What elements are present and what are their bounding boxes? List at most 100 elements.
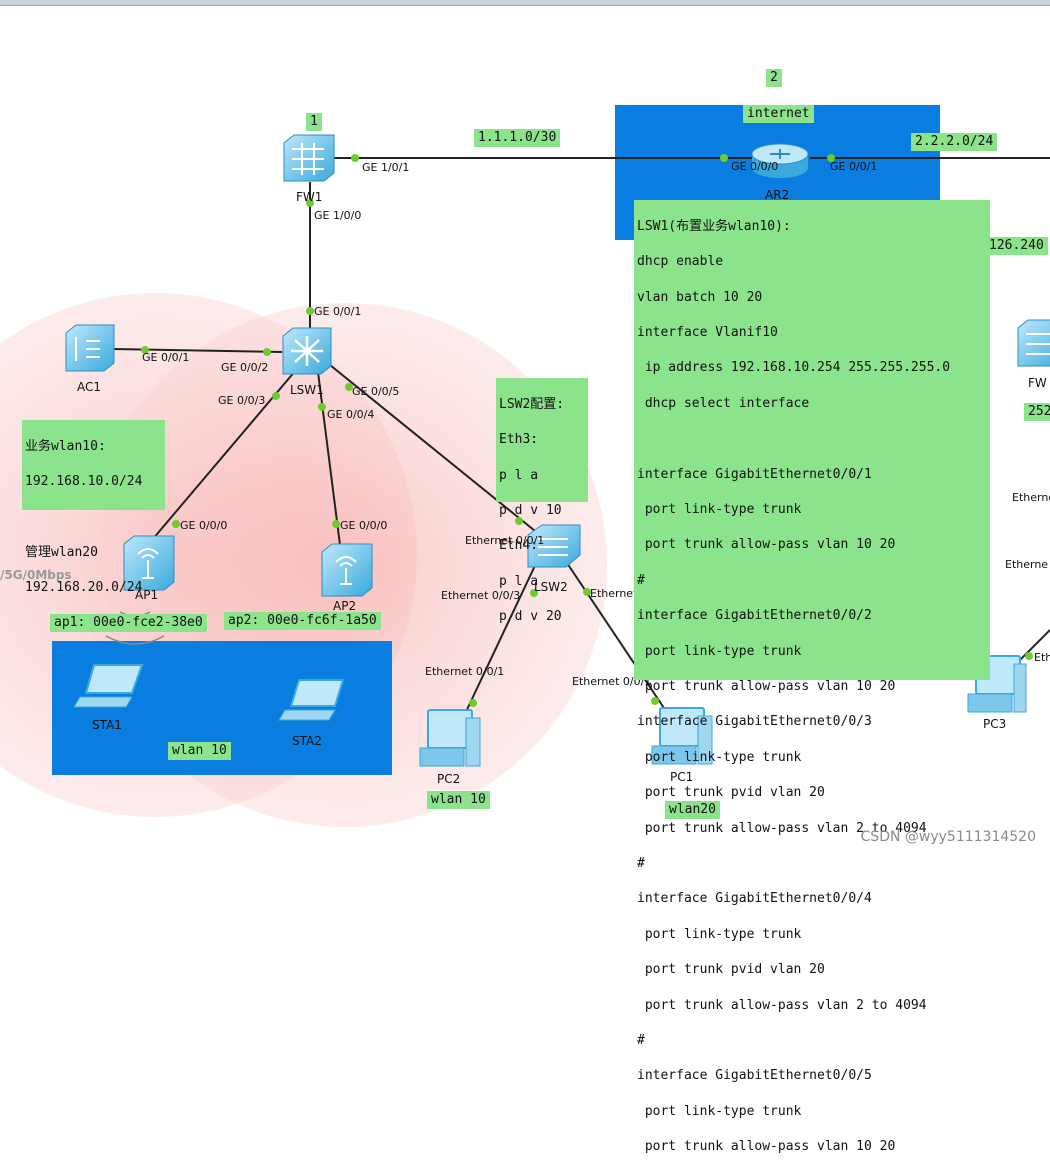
ar2-label: AR2 — [765, 188, 790, 202]
note-line — [637, 430, 987, 448]
ap1-label: AP1 — [135, 588, 159, 602]
port-label: GE 0/0/5 — [352, 385, 400, 398]
link-lsw1-ap2 — [317, 371, 341, 546]
sta1-label: STA1 — [92, 718, 122, 732]
note-line: port trunk allow-pass vlan 10 20 — [637, 537, 896, 553]
ap2-label: AP2 — [333, 599, 357, 613]
internet-label: internet — [743, 105, 814, 123]
pc2-label: PC2 — [437, 772, 461, 786]
fw-right-icon[interactable] — [1017, 319, 1050, 367]
note-line: port trunk allow-pass vlan 10 20 — [637, 1139, 896, 1155]
note-line: dhcp enable — [637, 254, 724, 270]
ap1-access-point-icon[interactable] — [123, 535, 175, 591]
note-line: 192.168.20.0/24 — [25, 580, 143, 596]
note-line: Eth4: — [499, 538, 539, 554]
port-label: GE 0/0/3 — [218, 394, 266, 407]
note-line: Eth3: — [499, 432, 539, 448]
lsw1-switch-icon[interactable] — [282, 327, 332, 375]
ap1-mac-label: ap1: 00e0-fce2-38e0 — [50, 614, 207, 632]
note-line: 业务wlan10: — [25, 438, 106, 454]
port-label: GE 0/0/2 — [221, 361, 269, 374]
port-label: GE 0/0/1 — [830, 160, 878, 173]
note-line: port link-type trunk — [637, 501, 802, 517]
port-label: Ethernet 0/0/3 — [441, 589, 521, 602]
note-line: p l a — [499, 467, 539, 483]
note-line: LSW1(布置业务wlan10): — [637, 218, 791, 234]
fw1-label: FW1 — [296, 190, 323, 204]
port-label: Ethernet 0/0/1 — [572, 675, 652, 688]
port-label: Ethernet 0/0/1 — [425, 665, 505, 678]
wlan-label: wlan20 — [665, 801, 720, 819]
ac1-controller-icon[interactable] — [65, 324, 115, 372]
pc1-computer-icon[interactable] — [651, 707, 713, 765]
port-label: GE 0/0/0 — [180, 519, 228, 532]
lsw2-switch-icon[interactable] — [527, 524, 581, 568]
fw1-icon[interactable] — [283, 134, 335, 182]
note-line: interface GigabitEthernet0/0/2 — [637, 608, 872, 624]
port-label: GE 0/0/4 — [327, 408, 375, 421]
network-label-partial: 252 — [1024, 403, 1050, 421]
note-line: 管理wlan20 — [25, 544, 98, 560]
lsw2-label: LSW2 — [534, 580, 568, 594]
device-number-tag: 1 — [306, 113, 322, 131]
link-lsw2-pc2 — [454, 554, 541, 736]
fw-right-label: FW — [1028, 376, 1047, 390]
note-line: interface GigabitEthernet0/0/5 — [637, 1068, 872, 1084]
port-label-partial: Eth — [1034, 651, 1050, 664]
note-line: port link-type trunk — [637, 643, 802, 659]
note-line: port link-type trunk — [637, 749, 802, 765]
lsw2-config-note: LSW2配置: Eth3: p l a p d v 10 Eth4: p l a… — [496, 378, 588, 624]
wlan-label: wlan 10 — [427, 791, 490, 809]
sta1-laptop-icon[interactable] — [73, 664, 144, 708]
ap2-access-point-icon[interactable] — [321, 543, 373, 597]
note-line: interface Vlanif10 — [637, 324, 778, 340]
lsw1-label: LSW1 — [290, 383, 324, 397]
port-label: GE 0/0/0 — [340, 519, 388, 532]
note-line: interface GigabitEthernet0/0/4 — [637, 891, 872, 907]
network-label: 1.1.1.0/30 — [474, 129, 561, 147]
note-line: port link-type trunk — [637, 926, 802, 942]
pc2-computer-icon[interactable] — [419, 709, 481, 767]
pc1-label: PC1 — [670, 770, 694, 784]
note-line: port trunk allow-pass vlan 10 20 — [637, 678, 896, 694]
note-line: port trunk allow-pass vlan 2 to 4094 — [637, 997, 927, 1013]
port-label: GE 1/0/0 — [314, 209, 362, 222]
sta2-laptop-icon[interactable] — [278, 679, 345, 721]
note-line: 192.168.10.0/24 — [25, 474, 143, 490]
note-line: interface GigabitEthernet0/0/1 — [637, 466, 872, 482]
port-label-partial: Etherne — [1012, 491, 1050, 504]
link-lsw1-ap1 — [151, 369, 297, 541]
ar2-router-icon[interactable] — [751, 143, 809, 178]
note-line: LSW2配置: — [499, 396, 565, 412]
note-line: # — [637, 856, 645, 872]
port-label: GE 0/0/1 — [314, 305, 362, 318]
note-line — [25, 509, 162, 527]
pc3-label: PC3 — [983, 717, 1007, 731]
note-line: vlan batch 10 20 — [637, 289, 763, 305]
ap2-mac-label: ap2: 00e0-fc6f-1a50 — [224, 612, 381, 630]
note-line: dhcp select interface — [637, 395, 810, 411]
link-ac1-lsw1 — [111, 348, 283, 353]
links — [111, 157, 1050, 736]
note-line: port link-type trunk — [637, 1103, 802, 1119]
port-label: Ethernet 0/0/1 — [465, 534, 545, 547]
note-line: p d v 20 — [499, 609, 562, 625]
note-line: # — [637, 572, 645, 588]
device-number-tag: 2 — [766, 69, 782, 87]
note-line: port trunk allow-pass vlan 2 to 4094 — [637, 820, 927, 836]
port-dots — [141, 154, 1033, 707]
port-label-partial: Etherne — [1005, 558, 1049, 571]
note-line: port trunk pvid vlan 20 — [637, 962, 825, 978]
ac1-label: AC1 — [77, 380, 102, 394]
link-lsw1-lsw2 — [329, 364, 541, 536]
network-label-partial: 126.240 — [985, 237, 1048, 255]
network-label: 2.2.2.0/24 — [911, 133, 998, 151]
wlan-label: wlan 10 — [168, 742, 231, 760]
port-label: GE 0/0/0 — [731, 160, 779, 173]
note-line: ip address 192.168.10.254 255.255.255.0 — [637, 360, 951, 376]
lsw1-config-note: LSW1(布置业务wlan10): dhcp enable vlan batch… — [634, 200, 990, 1154]
note-line: port trunk pvid vlan 20 — [637, 785, 825, 801]
link-lsw2-pc1 — [564, 559, 673, 721]
window-top-bar — [0, 0, 1050, 6]
speed-label: /5G/0Mbps — [0, 568, 72, 582]
